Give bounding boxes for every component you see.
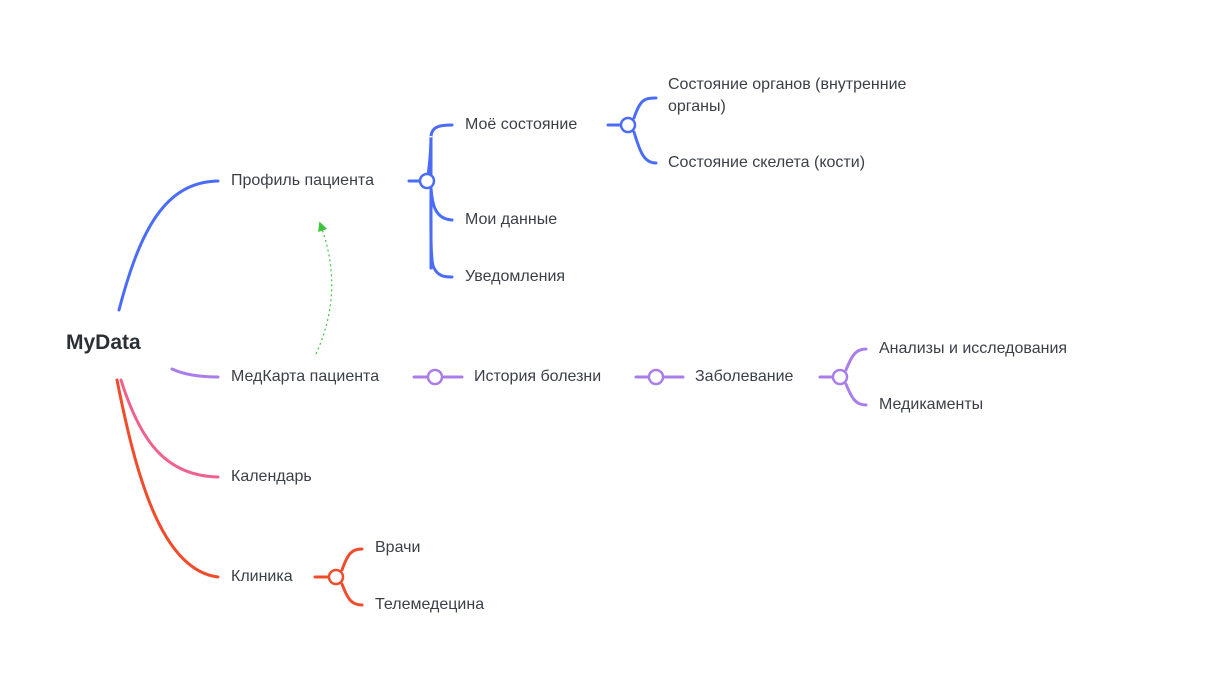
root-node[interactable]: MyData	[66, 331, 141, 354]
node-notifications[interactable]: Уведомления	[465, 268, 566, 285]
collapse-toggle-disease[interactable]	[831, 368, 849, 386]
connector-clinic-doctors	[340, 547, 364, 572]
connector-root-calendar	[119, 378, 220, 479]
collapse-toggle-history[interactable]	[647, 368, 665, 386]
connector-clinic-telemedicine	[340, 582, 364, 607]
relationship-arrow[interactable]	[315, 221, 333, 355]
node-disease[interactable]: Заболевание	[695, 368, 794, 385]
connector-root-clinic	[115, 378, 220, 579]
node-my-state[interactable]: Моё состояние	[465, 116, 578, 133]
collapse-toggle-clinic[interactable]	[327, 568, 345, 586]
connector-disease-analyses	[844, 347, 868, 372]
node-analyses[interactable]: Анализы и исследования	[879, 340, 1068, 357]
node-organs-state[interactable]: Состояние органов (внутренние органы)	[668, 76, 907, 115]
collapse-toggle-profile[interactable]	[418, 172, 436, 190]
node-doctors[interactable]: Врачи	[375, 539, 421, 556]
node-clinic[interactable]: Клиника	[231, 568, 293, 585]
connector-root-medcard	[170, 367, 220, 379]
node-medications[interactable]: Медикаменты	[879, 396, 984, 413]
collapse-toggle-medcard[interactable]	[426, 368, 444, 386]
node-medcard[interactable]: МедКарта пациента	[231, 368, 380, 385]
connector-my-state-organs	[632, 96, 658, 120]
node-disease-history[interactable]: История болезни	[474, 368, 602, 385]
node-telemedicine[interactable]: Телемедецина	[375, 596, 485, 613]
connector-profile-my-data	[429, 186, 454, 222]
connector-my-state-skeleton	[632, 130, 658, 165]
node-calendar[interactable]: Календарь	[231, 468, 312, 485]
connector-root-profile	[117, 179, 220, 312]
collapse-toggle-my-state[interactable]	[619, 116, 637, 134]
connector-disease-medications	[844, 382, 868, 407]
node-patient-profile[interactable]: Профиль пациента	[231, 172, 374, 189]
node-my-data[interactable]: Мои данные	[465, 211, 558, 228]
node-skeleton-state[interactable]: Состояние скелета (кости)	[668, 154, 866, 171]
